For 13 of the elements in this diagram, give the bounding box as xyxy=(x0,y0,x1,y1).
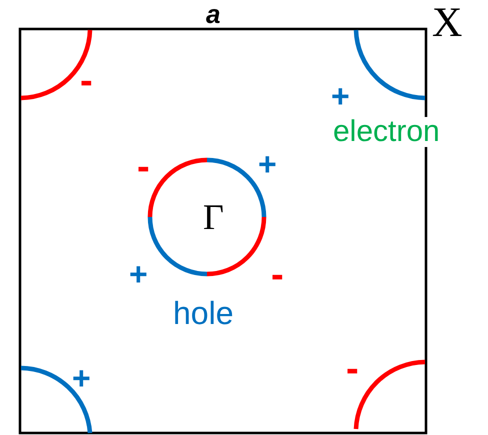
sign-label: - xyxy=(346,350,359,388)
sign-label: + xyxy=(331,80,350,112)
sign-label: - xyxy=(271,256,284,294)
point-label: X xyxy=(432,2,462,44)
point-label: Γ xyxy=(203,199,224,235)
sign-label: - xyxy=(137,148,150,186)
sign-label: + xyxy=(129,258,148,290)
sign-label: + xyxy=(258,148,277,180)
sign-label: + xyxy=(72,362,91,394)
band-label: electron xyxy=(333,117,440,147)
band-label: hole xyxy=(173,297,234,329)
panel-label: a xyxy=(206,1,220,27)
sign-label: - xyxy=(80,62,93,100)
